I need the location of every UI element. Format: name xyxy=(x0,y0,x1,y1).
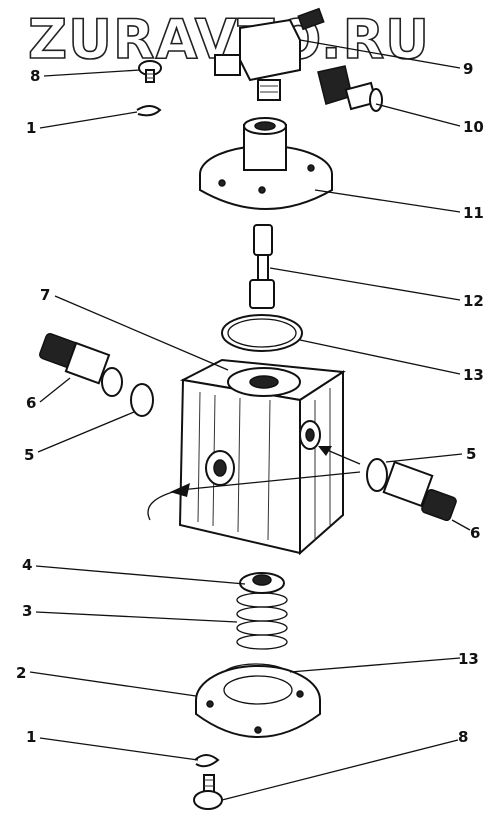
flow-arrows xyxy=(147,446,361,521)
callout-6-left: 6 xyxy=(26,394,36,412)
callout-5-left: 5 xyxy=(24,446,34,464)
callout-4: 4 xyxy=(22,556,32,574)
part-8-screw-bottom xyxy=(193,774,223,810)
callout-10: 10 xyxy=(463,118,484,136)
part-13-o-ring-upper xyxy=(221,314,303,352)
valve-body-block xyxy=(178,358,346,556)
part-1-lock-washer-bottom xyxy=(194,754,220,768)
part-3-spring xyxy=(236,592,288,650)
callout-13-lower: 13 xyxy=(458,650,479,668)
part-6-fitting-left xyxy=(39,333,123,397)
callout-9: 9 xyxy=(463,60,473,78)
callout-7: 7 xyxy=(40,286,50,304)
part-4-spring-cap xyxy=(239,572,285,594)
callout-12: 12 xyxy=(463,292,484,310)
part-10-side-fitting xyxy=(317,65,383,112)
callout-13-upper: 13 xyxy=(463,366,484,384)
part-11-top-cover xyxy=(199,117,333,210)
callout-5-right: 5 xyxy=(466,445,476,463)
part-2-bottom-cover xyxy=(195,665,321,738)
callout-labels: 8 9 1 10 11 12 7 13 6 5 5 6 4 3 13 2 1 8 xyxy=(16,60,484,746)
part-12-plunger xyxy=(249,224,275,309)
leader-lines xyxy=(29,39,471,801)
callout-8-top: 8 xyxy=(30,67,40,85)
callout-8-bottom: 8 xyxy=(458,728,468,746)
part-5-washer-left xyxy=(130,383,154,417)
part-1-lock-washer-top xyxy=(136,105,162,117)
part-6-fitting-right xyxy=(382,460,457,522)
callout-2: 2 xyxy=(16,664,26,682)
part-5-washer-right xyxy=(366,458,388,492)
callout-1-bottom: 1 xyxy=(26,728,36,746)
callout-11: 11 xyxy=(463,204,484,222)
callout-3: 3 xyxy=(22,602,32,620)
part-9-tee-fitting xyxy=(214,7,325,101)
callout-6-right: 6 xyxy=(470,524,480,542)
callout-1-top: 1 xyxy=(26,119,36,137)
part-8-screw-top xyxy=(138,60,162,83)
